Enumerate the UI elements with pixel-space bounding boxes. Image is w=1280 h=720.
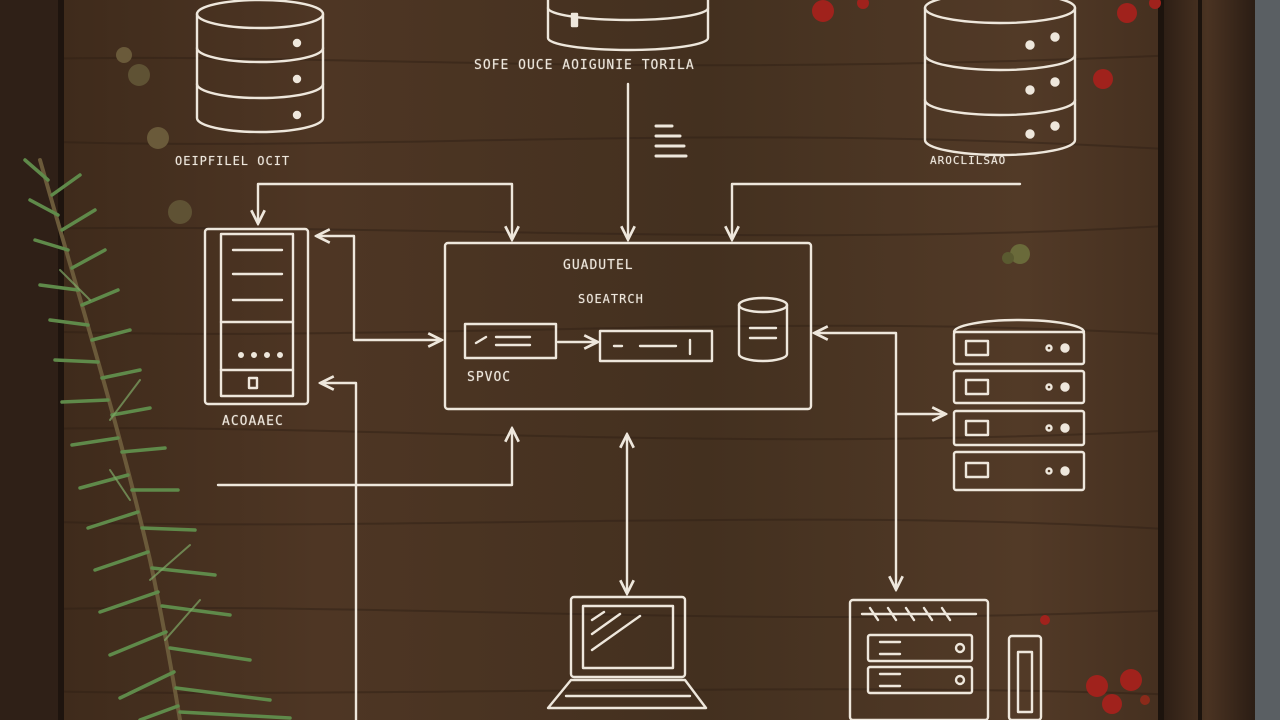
- core-title: GUADUTEL: [563, 258, 634, 273]
- monitor-icon: [848, 598, 1043, 720]
- wooden-frame: [1160, 0, 1255, 720]
- connector-tower-core: [318, 236, 440, 340]
- core-system-box: [443, 241, 813, 411]
- service-module-check: [474, 335, 532, 347]
- left-plank: [0, 0, 60, 720]
- menu-lines-icon: [654, 124, 688, 158]
- top-right-label: AROCLILSAO: [930, 154, 1007, 167]
- database-icon: [195, 0, 325, 134]
- server-rack-icon: [952, 318, 1086, 492]
- top-center-label: SOFE OUCE AOIGUNIE TORILA: [474, 58, 695, 73]
- connector-top-left: [258, 182, 512, 238]
- service-module-box: [463, 322, 558, 360]
- database-icon: [923, 0, 1077, 157]
- rosemary-sprig: [23, 158, 292, 720]
- connector-top-right: [732, 182, 1022, 238]
- connector-core-rack: [816, 333, 896, 588]
- connector-bottom-loop: [216, 430, 512, 487]
- frame-inner-edge: [1158, 0, 1164, 720]
- core-service-label: SPVOC: [467, 370, 512, 385]
- connector-left-riser: [322, 383, 358, 720]
- peppercorns: [116, 0, 1161, 714]
- database-icon: [546, 0, 710, 52]
- storage-module-box: [598, 329, 714, 363]
- laptop-icon: [546, 595, 708, 710]
- frame-outer-edge: [1198, 0, 1202, 720]
- storage-module-detail: [612, 338, 692, 356]
- stone-wall: [1255, 0, 1280, 720]
- core-subtitle: SOEATRCH: [578, 292, 644, 306]
- database-icon: [737, 296, 789, 363]
- left-server-label: ACOAAEC: [222, 414, 284, 429]
- top-left-label: OEIPFILEL OCIT: [175, 154, 291, 168]
